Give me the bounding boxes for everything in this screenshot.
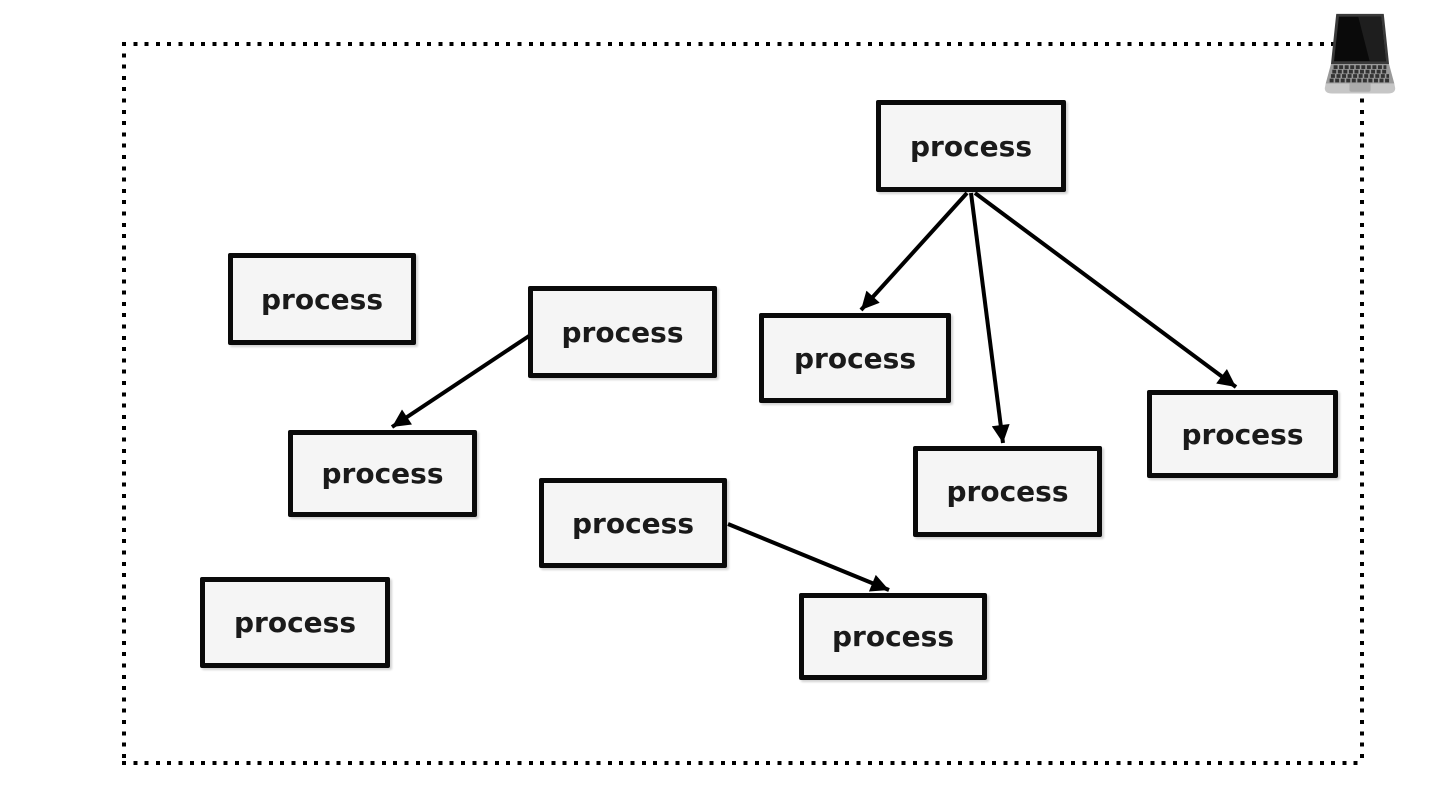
node-label: process <box>831 620 954 653</box>
boundary-edge <box>122 42 126 765</box>
process-node-p10: process <box>799 593 987 680</box>
process-node-p5: process <box>288 430 477 517</box>
node-label: process <box>561 315 684 349</box>
node-label: process <box>1181 417 1304 451</box>
node-label: process <box>946 475 1069 508</box>
edge-arrow-p1-p6 <box>973 191 1238 389</box>
process-node-p1: process <box>876 100 1066 192</box>
edge-arrow-p3-p5 <box>390 334 531 429</box>
process-node-p9: process <box>200 577 390 668</box>
edge-arrow-p7-p10 <box>727 522 890 592</box>
laptop-key-rows <box>1329 65 1391 83</box>
node-label: process <box>233 606 356 639</box>
node-label: process <box>571 506 694 540</box>
boundary-edge <box>122 761 1364 765</box>
node-label: process <box>321 457 444 490</box>
process-node-p3: process <box>528 286 717 378</box>
process-node-p4: process <box>759 313 951 403</box>
edge-arrow-p1-p4 <box>859 191 969 312</box>
process-node-p2: process <box>228 253 416 345</box>
process-node-p7: process <box>539 478 727 568</box>
laptop-touchpad <box>1349 83 1371 92</box>
boundary-edge <box>122 42 1364 46</box>
laptop-icon <box>1324 13 1396 94</box>
process-node-p6: process <box>1147 390 1338 478</box>
boundary-edge <box>1360 42 1364 765</box>
node-label: process <box>909 129 1032 163</box>
edge-arrow-p1-p8 <box>969 192 1010 444</box>
process-node-p8: process <box>913 446 1102 537</box>
laptop-screen-sheen <box>1358 16 1386 62</box>
node-label: process <box>260 282 383 316</box>
node-label: process <box>793 341 916 375</box>
